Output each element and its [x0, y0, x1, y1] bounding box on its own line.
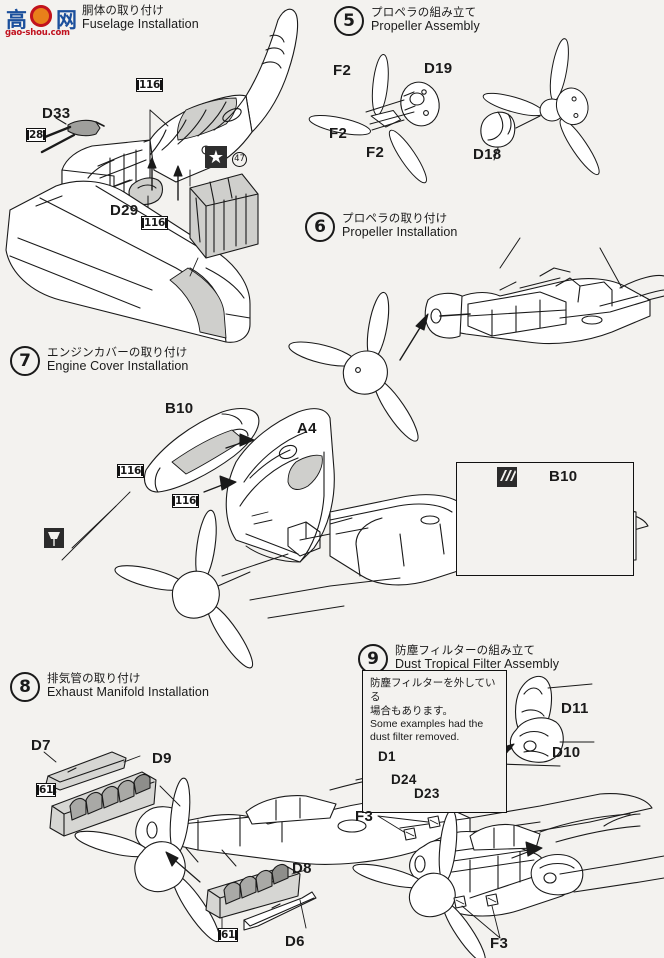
watermark-url: gao-shou.com: [5, 28, 70, 38]
part-label-d19: D19: [424, 60, 453, 77]
part-label-f2-a: F2: [333, 62, 352, 79]
cement-glyph-shape: [48, 532, 60, 546]
watermark-char-1: 高: [6, 8, 27, 32]
step-7-title-en: Engine Cover Installation: [47, 359, 189, 373]
part-number-28: 28: [26, 128, 47, 142]
step-title-jp: 胴体の取り付け: [82, 3, 164, 17]
part-label-d33: D33: [42, 105, 71, 122]
step-header-8: 8 排気管の取り付け Exhaust Manifold Installation: [10, 672, 209, 702]
part-label-b10-inset: B10: [549, 468, 578, 485]
step-header-fuselage: 胴体の取り付け Fuselage Installation: [82, 3, 199, 32]
part-label-d8: D8: [292, 860, 312, 877]
part-number-61-a: 61: [36, 783, 57, 797]
step-5-title-en: Propeller Assembly: [371, 19, 480, 33]
step-7-detail-inset: [456, 462, 634, 576]
art-step5-propellers: [308, 38, 600, 184]
part-label-d18: D18: [473, 146, 502, 163]
art-step8-exhaust: [41, 751, 653, 943]
part-number-116-a: 116: [136, 78, 164, 92]
step-header-5: 5 プロペラの組み立て Propeller Assembly: [334, 6, 480, 36]
step-title-en: Fuselage Installation: [82, 17, 199, 31]
step-number-6: 6: [305, 212, 335, 242]
note-en-line-2: dust filter removed.: [370, 731, 460, 743]
part-label-f2-b: F2: [329, 125, 348, 142]
step-9-title-en: Dust Tropical Filter Assembly: [395, 657, 560, 671]
star-icon: ★: [207, 147, 225, 167]
part-label-f3-b: F3: [490, 935, 509, 952]
part-label-d23: D23: [414, 786, 440, 801]
part-label-d1: D1: [378, 749, 396, 764]
part-label-d9: D9: [152, 750, 172, 767]
part-label-d11: D11: [561, 700, 589, 717]
step-number-5: 5: [334, 6, 364, 36]
note-jp-line-1: 防塵フィルターを外している: [370, 677, 496, 703]
step-5-title-jp: プロペラの組み立て: [371, 5, 477, 19]
decal-hatch-glyph-icon: [497, 467, 517, 487]
step-8-title-jp: 排気管の取り付け: [47, 671, 141, 685]
part-label-b10: B10: [165, 400, 194, 417]
step-number-8: 8: [10, 672, 40, 702]
watermark-dot-icon: [30, 5, 52, 27]
art-step4-fuselage: [5, 8, 299, 343]
part-label-a4: A4: [297, 420, 317, 437]
step-8-title-en: Exhaust Manifold Installation: [47, 685, 210, 699]
watermark-logo: 高 网 gao-shou.com: [4, 2, 100, 42]
note-en-line-1: Some examples had the: [370, 718, 484, 730]
part-label-f2-c: F2: [366, 144, 385, 161]
part-label-f3-a: F3: [355, 808, 374, 825]
step-header-7: 7 エンジンカバーの取り付け Engine Cover Installation: [10, 346, 188, 376]
step-6-title-jp: プロペラの取り付け: [342, 211, 448, 225]
step-header-6: 6 プロペラの取り付け Propeller Installation: [305, 212, 457, 242]
step-7-title-jp: エンジンカバーの取り付け: [47, 345, 188, 359]
step-9-title-jp: 防塵フィルターの組み立て: [395, 643, 536, 657]
step-number-7: 7: [10, 346, 40, 376]
hatch-glyph-shape: [500, 470, 516, 481]
part-number-116-b: 116: [141, 216, 169, 230]
decal-star-marker: ★: [205, 146, 227, 168]
step-9-note-box: 防塵フィルターを外している 場合もあります。 Some examples had…: [362, 670, 507, 813]
part-label-d24: D24: [391, 772, 417, 787]
part-label-d10: D10: [552, 744, 581, 761]
note-jp-line-2: 場合もあります。: [370, 705, 453, 717]
part-label-d29: D29: [110, 202, 139, 219]
step-6-title-en: Propeller Installation: [342, 225, 458, 239]
part-label-d7: D7: [31, 737, 51, 754]
part-number-116-d: 116: [172, 494, 200, 508]
part-number-61-b: 61: [218, 928, 239, 942]
cement-glyph-icon: [44, 528, 64, 548]
decal-number-47: 47: [232, 152, 247, 167]
art-step6-aircraft: [288, 237, 664, 442]
part-label-d6: D6: [285, 933, 305, 950]
watermark-char-2: 网: [56, 8, 77, 32]
part-number-116-c: 116: [117, 464, 145, 478]
